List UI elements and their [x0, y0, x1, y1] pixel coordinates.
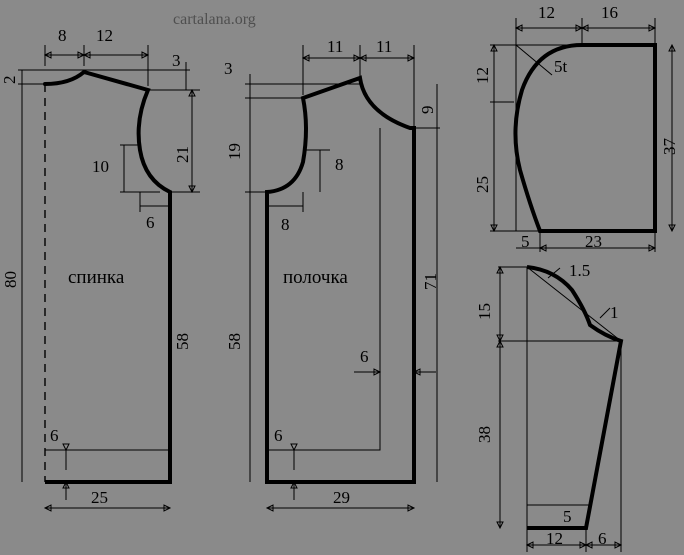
sleeve-dim-bottom-width: 12 [546, 529, 563, 548]
sleeve-dim-cap-offset-2: 1 [610, 303, 619, 322]
front-dim-neck-depth: 9 [418, 106, 437, 115]
back-dim-armhole-inset: 6 [146, 213, 155, 232]
front-dim-armhole-depth: 19 [225, 143, 244, 160]
front-dim-hem-allowance: 6 [274, 426, 283, 445]
sleeve-dim-cuff-inset: 5 [563, 507, 572, 526]
front-dim-shoulder-width: 11 [376, 37, 392, 56]
hood-piece: 12 16 5t 12 25 37 5 23 [473, 3, 679, 252]
hood-dim-bottom-right: 23 [585, 232, 602, 251]
back-dim-neck-drop: 2 [0, 76, 19, 85]
back-dim-hem-allowance: 6 [50, 426, 59, 445]
front-dim-neck-width: 11 [327, 37, 343, 56]
front-dim-width: 29 [333, 488, 350, 507]
front-dim-center-length: 71 [421, 273, 440, 290]
sleeve-cap-guide [526, 266, 622, 342]
front-dim-shoulder-slope: 3 [224, 59, 233, 78]
front-piece: 11 11 3 19 9 8 8 полочка 58 6 71 6 29 [224, 37, 440, 512]
back-piece-label: спинка [68, 267, 125, 288]
back-dim-side-length: 58 [173, 333, 192, 350]
back-piece: 8 12 2 3 21 10 6 80 спинка 58 6 25 [0, 26, 200, 512]
front-dim-placket-width: 6 [360, 347, 369, 366]
front-guides [245, 45, 440, 373]
back-dim-shoulder-slope: 3 [172, 51, 181, 70]
hood-outline [513, 43, 657, 233]
sleeve-guides [498, 266, 622, 552]
back-dim-total-length: 80 [1, 271, 20, 288]
hood-dim-top-left: 12 [538, 3, 555, 22]
front-dim-armhole-inset: 8 [281, 215, 290, 234]
hood-dim-lines [493, 22, 673, 249]
hood-arrowheads [490, 24, 676, 252]
sleeve-dim-bottom-extra: 6 [598, 529, 607, 548]
hood-dim-upper-height: 12 [473, 67, 492, 84]
back-dim-width: 25 [91, 488, 108, 507]
back-outline [45, 70, 172, 484]
front-dim-armhole-curve: 8 [335, 155, 344, 174]
watermark: cartalana.org [173, 11, 256, 28]
back-dim-armhole-curve: 10 [92, 157, 109, 176]
sleeve-dim-length: 38 [475, 426, 494, 443]
front-arrowheads [265, 54, 421, 512]
sleeve-dim-cap-offset-1: 1.5 [569, 261, 590, 280]
hood-dim-top-right: 16 [601, 3, 618, 22]
front-piece-label: полочка [283, 267, 348, 288]
sleeve-arrowheads [496, 265, 623, 549]
back-dim-armhole-depth: 21 [173, 146, 192, 163]
back-arrowheads [43, 51, 196, 512]
front-dim-side-length: 58 [225, 333, 244, 350]
hood-dim-bottom-left: 5 [521, 232, 530, 251]
hood-dim-curve-offset: 5t [554, 57, 568, 76]
sleeve-outline [526, 265, 624, 530]
back-neckline [43, 70, 86, 86]
sleeve-dim-cap-height: 15 [475, 303, 494, 320]
sleeve-piece: 1.5 1 15 38 5 12 6 [475, 261, 624, 552]
hood-dim-total-height: 37 [660, 138, 679, 156]
sleeve-dim-lines [499, 267, 621, 546]
front-dim-lines [249, 57, 438, 509]
hood-dim-lower-height: 25 [473, 176, 492, 193]
back-dim-shoulder-width: 12 [96, 26, 113, 45]
front-placket-line [267, 128, 381, 451]
back-dim-neck-width: 8 [58, 26, 67, 45]
front-outline [265, 75, 416, 484]
